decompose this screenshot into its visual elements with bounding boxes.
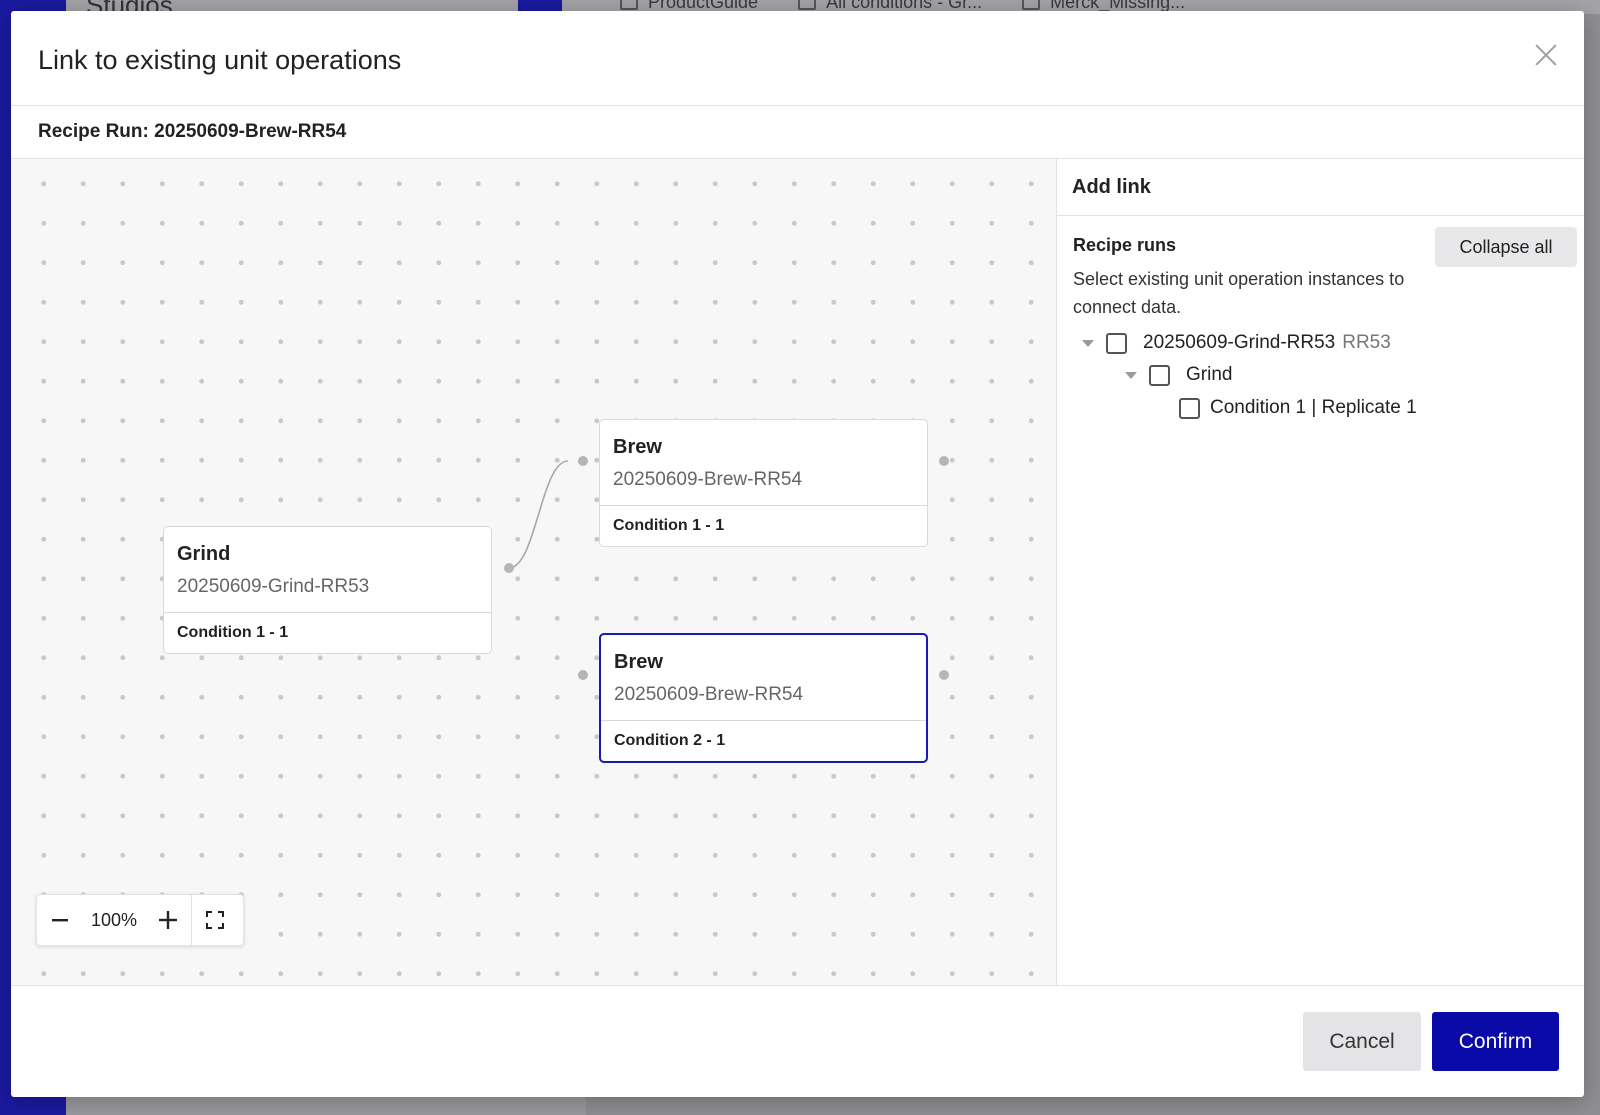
tree-item-operation[interactable]: Grind bbox=[1125, 361, 1232, 389]
confirm-button[interactable]: Confirm bbox=[1432, 1012, 1559, 1071]
zoom-level: 100% bbox=[90, 909, 138, 930]
background-add-button bbox=[518, 0, 562, 12]
edge-layer bbox=[508, 460, 569, 569]
collapse-all-button[interactable]: Collapse all bbox=[1435, 227, 1577, 267]
tree-item-label: Grind bbox=[1186, 364, 1233, 385]
background-tab: Merck_Missing... bbox=[1022, 0, 1185, 13]
run-checkbox[interactable] bbox=[1106, 332, 1127, 354]
condition-checkbox[interactable] bbox=[1179, 397, 1200, 419]
node-title: Brew bbox=[614, 651, 663, 673]
node-subtitle: 20250609-Grind-RR53 bbox=[177, 576, 370, 597]
node-condition: Condition 2 - 1 bbox=[601, 720, 926, 761]
node-condition: Condition 1 - 1 bbox=[600, 505, 927, 546]
recipe-run-bar: Recipe Run: 20250609-Brew-RR54 bbox=[11, 106, 1584, 159]
edge-grind-to-brew bbox=[508, 460, 569, 569]
book-icon bbox=[620, 0, 638, 10]
recipe-runs-heading: Recipe runs bbox=[1073, 235, 1177, 255]
plus-icon bbox=[159, 911, 177, 929]
background-tabs: ProductGuide All conditions - Gr... Merc… bbox=[620, 0, 1185, 13]
document-icon bbox=[798, 0, 817, 10]
zoom-out-button[interactable] bbox=[37, 895, 83, 945]
node-grind-output-handle[interactable] bbox=[504, 563, 514, 573]
node-title: Grind bbox=[177, 543, 231, 565]
zoom-in-button[interactable] bbox=[145, 895, 191, 945]
cancel-button[interactable]: Cancel bbox=[1303, 1012, 1421, 1071]
link-unit-operations-modal: Link to existing unit operations Recipe … bbox=[11, 11, 1584, 1097]
close-icon[interactable] bbox=[1534, 43, 1558, 67]
modal-footer: Cancel Confirm bbox=[11, 985, 1584, 1097]
fullscreen-icon bbox=[206, 911, 224, 929]
node-brew-1-output-handle[interactable] bbox=[939, 456, 949, 466]
node-subtitle: 20250609-Brew-RR54 bbox=[614, 684, 804, 705]
tree-item-run[interactable]: 20250609-Grind-RR53 RR53 bbox=[1082, 329, 1391, 357]
node-brew-2-output-handle[interactable] bbox=[939, 670, 949, 680]
tree-item-label: Condition 1 | Replicate 1 bbox=[1210, 397, 1417, 418]
modal-header: Link to existing unit operations bbox=[11, 11, 1584, 106]
chevron-down-icon[interactable] bbox=[1082, 339, 1094, 347]
book-icon bbox=[1022, 0, 1041, 10]
node-brew-1-input-handle[interactable] bbox=[578, 456, 588, 466]
modal-title: Link to existing unit operations bbox=[38, 45, 402, 75]
background-tab: ProductGuide bbox=[620, 0, 758, 13]
panel-description: Select existing unit operation instances… bbox=[1073, 269, 1405, 317]
add-link-panel: Add link Recipe runs Collapse all Select… bbox=[1057, 159, 1584, 985]
chevron-down-icon[interactable] bbox=[1125, 371, 1137, 379]
node-brew-condition-2[interactable]: Brew 20250609-Brew-RR54 Condition 2 - 1 bbox=[599, 633, 928, 763]
flow-canvas[interactable]: Grind 20250609-Grind-RR53 Condition 1 - … bbox=[11, 159, 1057, 985]
node-brew-2-input-handle[interactable] bbox=[578, 670, 588, 680]
node-grind[interactable]: Grind 20250609-Grind-RR53 Condition 1 - … bbox=[163, 526, 492, 654]
node-subtitle: 20250609-Brew-RR54 bbox=[613, 469, 803, 490]
zoom-divider bbox=[191, 895, 192, 945]
panel-title: Add link bbox=[1057, 159, 1584, 216]
minus-icon bbox=[52, 919, 68, 922]
operation-checkbox[interactable] bbox=[1149, 364, 1170, 386]
node-title: Brew bbox=[613, 436, 662, 458]
node-condition: Condition 1 - 1 bbox=[164, 612, 491, 653]
tree-item-label: 20250609-Grind-RR53 bbox=[1143, 332, 1336, 353]
node-brew-condition-1[interactable]: Brew 20250609-Brew-RR54 Condition 1 - 1 bbox=[599, 419, 928, 547]
run-tag: RR53 bbox=[1342, 332, 1391, 353]
fit-view-button[interactable] bbox=[192, 895, 238, 945]
background-tab: All conditions - Gr... bbox=[798, 0, 982, 13]
zoom-controls: 100% bbox=[36, 894, 244, 946]
recipe-run-label: Recipe Run: 20250609-Brew-RR54 bbox=[38, 121, 347, 142]
background-topbar bbox=[66, 0, 1600, 14]
tree-item-condition[interactable]: Condition 1 | Replicate 1 bbox=[1179, 394, 1417, 422]
